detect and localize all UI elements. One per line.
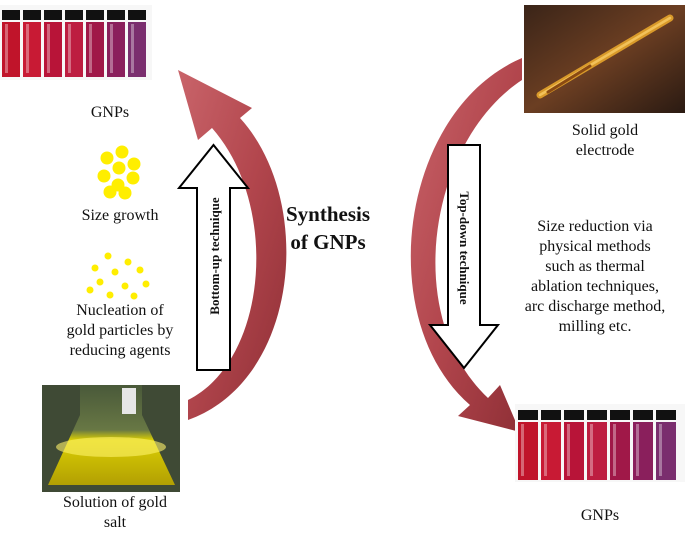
- vial-shine: [590, 424, 593, 476]
- vial-cap: [23, 10, 41, 20]
- bottom-up-technique-label: Bottom-up technique: [207, 197, 222, 315]
- vial-shine: [521, 424, 524, 476]
- right-curved-arrow: [410, 58, 522, 432]
- vial-body: [633, 422, 653, 480]
- vial-shine: [636, 424, 639, 476]
- vial-shine: [544, 424, 547, 476]
- vial-shine: [26, 24, 29, 73]
- nucleation-particles: [86, 252, 150, 300]
- vial-cap: [44, 10, 62, 20]
- bottom-up-arrow: [176, 143, 251, 371]
- vial-body: [610, 422, 630, 480]
- left-gnps-label: GNPs: [90, 104, 130, 121]
- vial-cap: [587, 410, 607, 420]
- center-title: Synthesis of GNPs: [268, 200, 388, 256]
- vial-cap: [564, 410, 584, 420]
- vial-shine: [89, 24, 92, 73]
- size-reduction-label: Size reduction via physical methods such…: [524, 218, 666, 335]
- vial-body: [541, 422, 561, 480]
- vial-cap: [633, 410, 653, 420]
- vial-body: [44, 22, 62, 77]
- vial-shine: [5, 24, 8, 73]
- vial-body: [564, 422, 584, 480]
- vial-shine: [68, 24, 71, 73]
- top-down-technique-label: Top-down technique: [457, 191, 472, 305]
- vial-shine: [567, 424, 570, 476]
- vial-cap: [518, 410, 538, 420]
- size-growth-label: Size growth: [81, 207, 159, 224]
- vial-body: [128, 22, 146, 77]
- vial-body: [2, 22, 20, 77]
- solid-gold-electrode-label: Solid gold electrode: [571, 122, 639, 159]
- vial-shine: [110, 24, 113, 73]
- vial-body: [65, 22, 83, 77]
- vial-shine: [659, 424, 662, 476]
- top-down-arrow: [427, 144, 501, 370]
- center-title-line1: Synthesis: [285, 202, 371, 226]
- vial-body: [23, 22, 41, 77]
- vial-cap: [2, 10, 20, 20]
- vial-body: [107, 22, 125, 77]
- vials-image-top-left: [0, 5, 152, 80]
- right-gnps-label: GNPs: [580, 507, 620, 524]
- vials-image-bottom-right: [515, 404, 685, 482]
- vial-cap: [86, 10, 104, 20]
- vial-shine: [613, 424, 616, 476]
- vial-body: [587, 422, 607, 480]
- flask-image: [42, 385, 180, 492]
- solution-of-gold-salt-label: Solution of gold salt: [62, 494, 167, 531]
- vial-body: [86, 22, 104, 77]
- gold-electrode-image: [524, 5, 685, 113]
- vial-body: [518, 422, 538, 480]
- center-title-line2: of GNPs: [290, 230, 366, 254]
- vial-cap: [610, 410, 630, 420]
- vial-cap: [128, 10, 146, 20]
- nucleation-label: Nucleation of gold particles by reducing…: [66, 302, 174, 359]
- size-growth-particles: [97, 145, 141, 200]
- left-curved-arrow: [178, 70, 287, 420]
- vial-shine: [47, 24, 50, 73]
- vial-cap: [656, 410, 676, 420]
- vial-cap: [107, 10, 125, 20]
- vial-cap: [541, 410, 561, 420]
- vial-shine: [131, 24, 134, 73]
- vial-body: [656, 422, 676, 480]
- vial-cap: [65, 10, 83, 20]
